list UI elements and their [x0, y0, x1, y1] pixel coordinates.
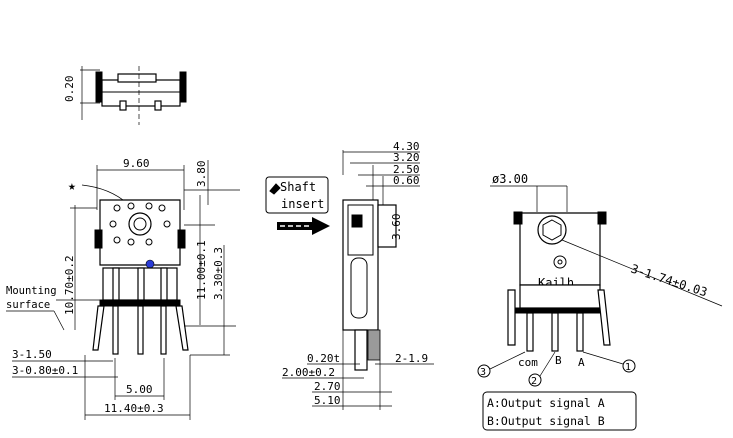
- pin-label-b: B: [555, 354, 562, 367]
- side-view: 4.30 3.20 2.50 0.60 3.60 0.20t 2-1.9 2.0…: [282, 140, 434, 410]
- side-dim-thickness: 0.20t: [307, 352, 340, 365]
- shaft-insert-note: Shaft insert: [265, 176, 330, 235]
- circled-3: 3: [480, 367, 486, 378]
- top-view-dim-height: 0.20: [63, 76, 76, 103]
- mounting-label-2: surface: [6, 299, 50, 311]
- shaft-note-line1: Shaft: [280, 180, 316, 194]
- shaft-note-line2: insert: [281, 197, 324, 211]
- dim-pitch: 5.00: [126, 383, 153, 396]
- dim-top: 3.80: [195, 161, 208, 188]
- side-dim-b: 2-1.9: [395, 352, 428, 365]
- legend: A:Output signal A B:Output signal B: [482, 391, 637, 431]
- dim-right-vertical-1: 11.00±0.1: [195, 240, 208, 300]
- dim-pin-1: 3-1.50: [12, 348, 52, 361]
- star-marker: ★: [68, 179, 76, 194]
- right-dim-hex: 3-1.74±0.03: [629, 262, 709, 300]
- dim-left-vertical: 10.70±0.2: [63, 255, 76, 315]
- mounting-label-1: Mounting: [6, 285, 57, 297]
- insert-arrow-icon: [277, 217, 330, 235]
- side-dim-bottom-0: 2.70: [314, 380, 341, 393]
- dim-right-vertical-2: 3.30±0.3: [212, 247, 225, 300]
- side-dim-top-3: 0.60: [393, 174, 420, 187]
- circled-1: 1: [625, 362, 631, 373]
- legend-b: B:Output signal B: [487, 414, 605, 428]
- legend-a: A:Output signal A: [487, 396, 605, 410]
- dim-total: 11.40±0.3: [104, 402, 164, 415]
- front-view: 9.60 3.80 ★: [6, 157, 240, 420]
- dim-width: 9.60: [123, 157, 150, 170]
- dim-pin-2: 3-0.80±0.1: [12, 364, 78, 377]
- side-dim-top-2: 2.50: [393, 163, 420, 176]
- blue-dot: [145, 259, 155, 269]
- pin-label-a: A: [578, 356, 585, 369]
- side-dim-bottom-1: 5.10: [314, 394, 341, 407]
- pin-label-com: com: [518, 356, 538, 369]
- right-view: ø3.00 3-1.74±0.03 Kailh 11 com B A 3 2: [477, 172, 723, 387]
- side-dim-a: 2.00±0.2: [282, 366, 335, 379]
- side-dim-top-1: 3.20: [393, 151, 420, 164]
- side-dim-top-0: 4.30: [393, 140, 420, 153]
- right-dim-shaft: ø3.00: [492, 172, 528, 186]
- shaft-icon: [269, 183, 281, 195]
- circled-2: 2: [531, 376, 537, 387]
- top-view: 0.20: [63, 66, 187, 125]
- side-dim-mid: 3.60: [390, 214, 403, 241]
